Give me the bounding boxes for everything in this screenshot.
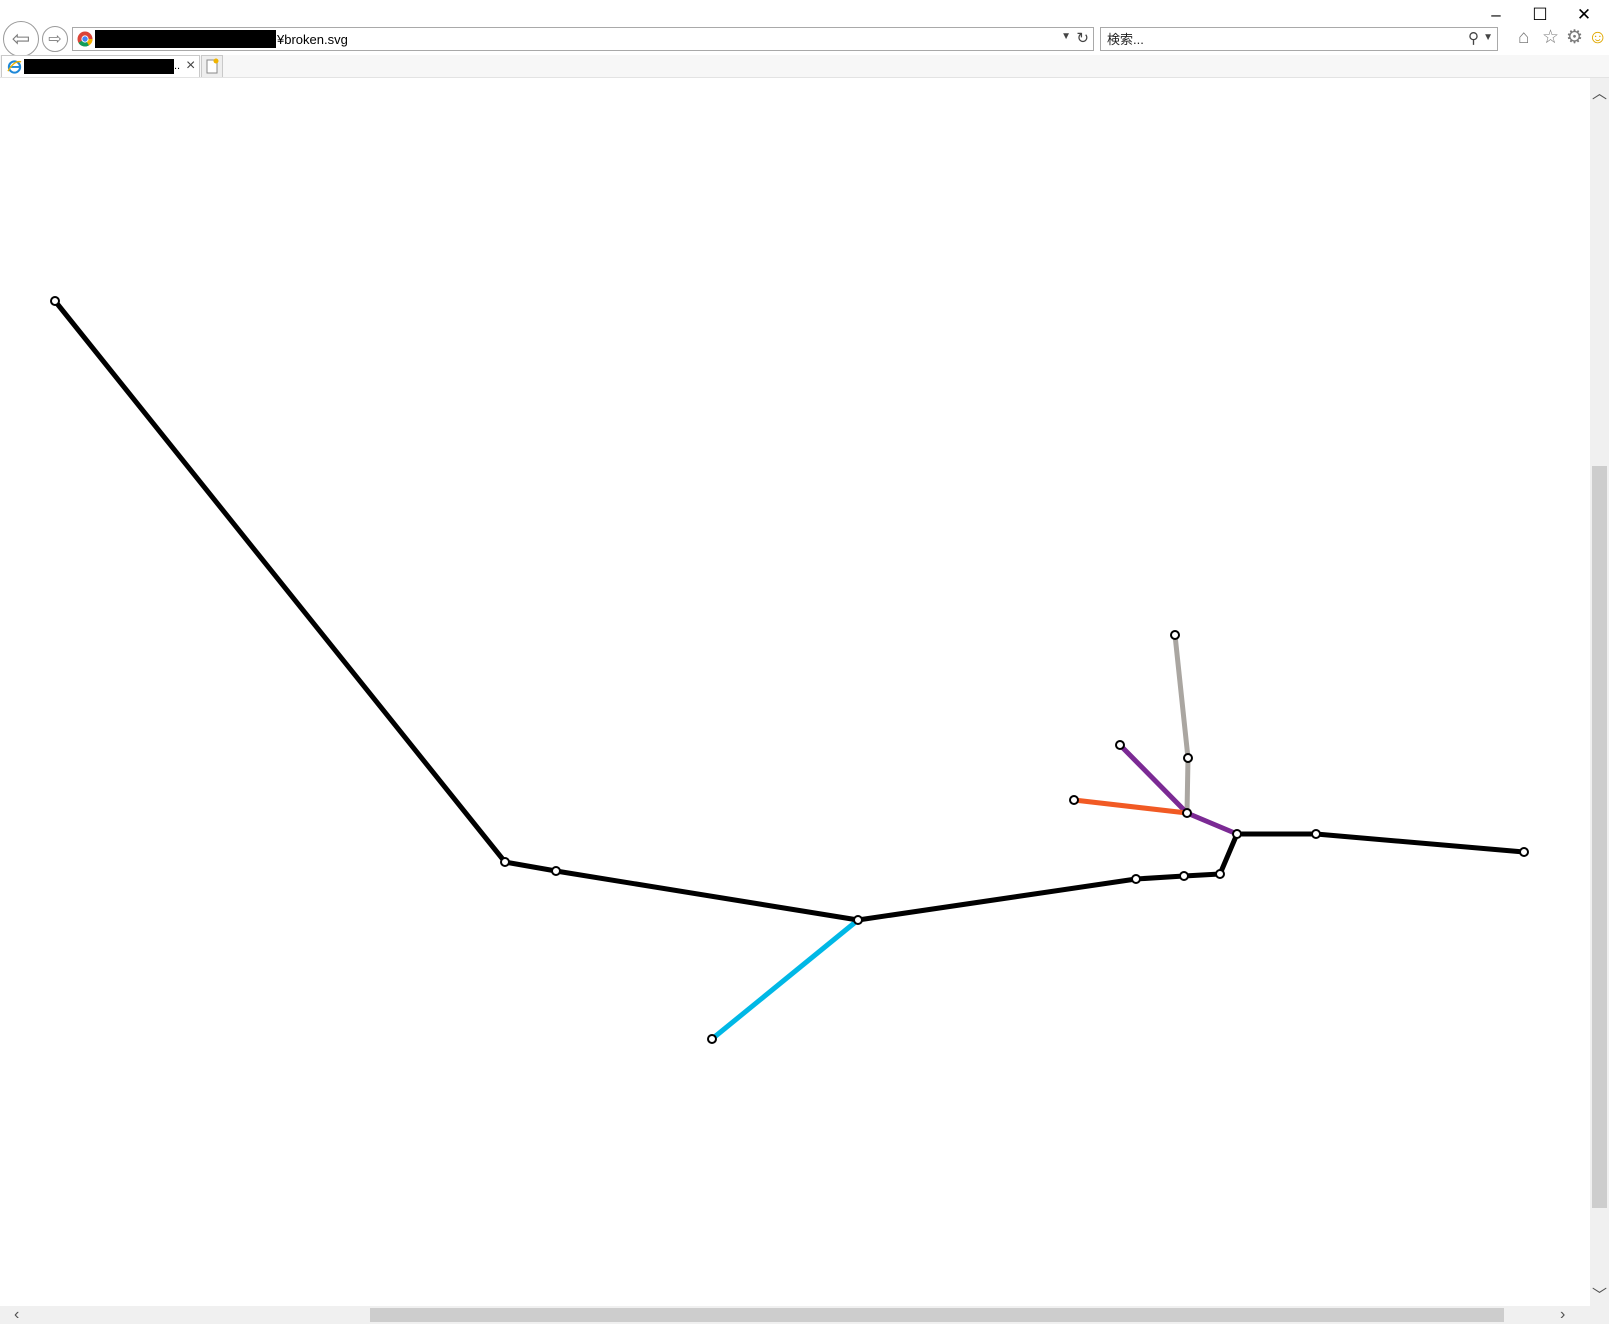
graph-node [1069,795,1079,805]
graph-node [853,915,863,925]
graph-node [1179,871,1189,881]
chevron-down-icon[interactable]: ﹀ [1591,1287,1607,1304]
cyan-branch-line [710,918,860,1041]
tab-active[interactable]: .. × [1,55,200,77]
search-box[interactable]: ⚲ ▼ [1100,27,1498,51]
vertical-scroll-thumb[interactable] [1592,466,1607,1208]
redacted-url-path [95,30,276,48]
horizontal-scrollbar[interactable]: ‹ › [0,1306,1590,1324]
orange-branch-line [1073,797,1188,816]
purple-branch-line [1118,743,1238,837]
vertical-scrollbar[interactable]: ︿ ﹀ [1590,78,1609,1306]
svg-viewport [0,78,1590,1306]
graph-node [1115,740,1125,750]
graph-node [1131,874,1141,884]
chevron-down-icon[interactable]: ▼ [1483,32,1493,43]
chevron-down-icon[interactable]: ▼ [1061,31,1071,42]
graph-node [1170,630,1180,640]
smiley-icon[interactable]: ☺ [1588,27,1608,48]
horizontal-scroll-thumb[interactable] [370,1308,1504,1322]
star-icon[interactable]: ☆ [1542,27,1560,48]
home-icon[interactable]: ⌂ [1518,27,1530,48]
redacted-tab-title [24,59,174,74]
address-bar[interactable]: ¥broken.svg ▼ ↻ [72,27,1094,51]
forward-arrow-icon: ⇨ [48,31,62,48]
forward-button[interactable]: ⇨ [42,26,68,52]
close-icon[interactable]: × [186,57,196,74]
chrome-logo-icon [77,31,93,47]
search-icon[interactable]: ⚲ [1468,30,1479,47]
main-path-line [53,299,1525,923]
address-text[interactable]: ¥broken.svg [277,32,348,47]
graph-node [1182,808,1192,818]
refresh-icon[interactable]: ↻ [1076,30,1089,47]
graph-node [1215,869,1225,879]
tab-title-suffix: .. [174,60,181,72]
graph-node [707,1034,717,1044]
graph-node [500,857,510,867]
maximize-icon[interactable]: ☐ [1532,5,1548,24]
back-button[interactable]: ⇦ [3,21,39,57]
search-input[interactable] [1107,30,1437,48]
graph-node [1232,829,1242,839]
new-tab-icon [206,58,219,74]
chevron-right-icon[interactable]: › [1560,1306,1566,1323]
chevron-up-icon[interactable]: ︿ [1591,85,1607,102]
new-tab-button[interactable] [201,55,223,77]
back-arrow-icon: ⇦ [11,26,31,51]
graph-node [1519,847,1529,857]
ie-logo-icon [7,60,22,74]
gray-branch-line [1172,634,1191,814]
chevron-left-icon[interactable]: ‹ [14,1306,20,1323]
close-icon[interactable]: ✕ [1576,5,1592,24]
minimize-icon[interactable]: – [1491,5,1501,24]
graph-node [1183,753,1193,763]
scrollbar-corner [1590,1306,1609,1324]
tab-strip: .. × [0,55,1609,78]
graph-node [50,296,60,306]
broken-svg-graph [50,296,1529,1044]
gear-icon[interactable]: ⚙ [1566,27,1584,48]
graph-node [551,866,561,876]
graph-node [1311,829,1321,839]
